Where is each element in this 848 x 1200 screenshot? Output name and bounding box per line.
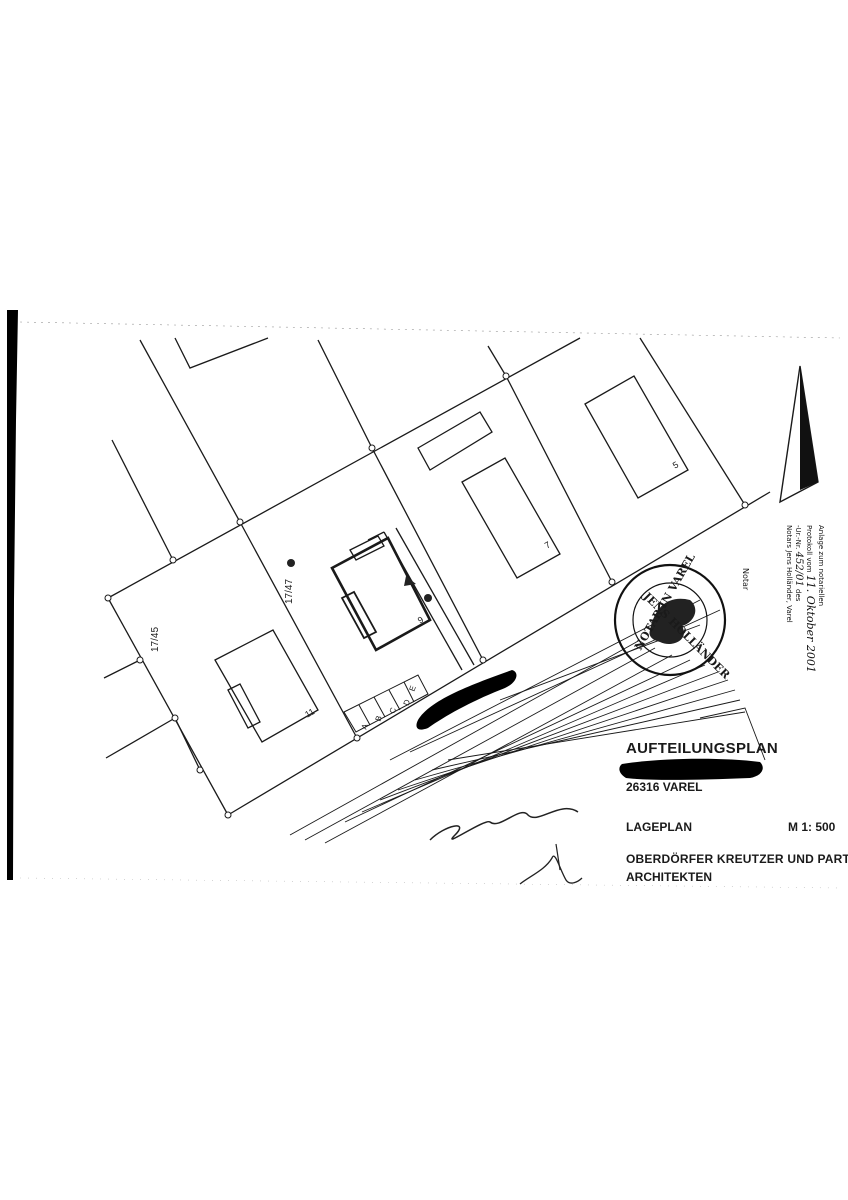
parking-row (343, 674, 429, 733)
scan-border-bottom (19, 877, 841, 889)
parcel-line (239, 521, 358, 739)
parcel-line (105, 717, 176, 759)
notary-urnr-handwritten: 452/01 (793, 551, 804, 587)
parcel-line (139, 339, 241, 523)
plan-title: AUFTEILUNGSPLAN (626, 740, 778, 757)
scan-border-left (7, 310, 18, 880)
plan-type: LAGEPLAN (626, 820, 692, 834)
parcel-line (107, 597, 229, 816)
notary-note-line3: -Ur.-Nr. 452/01 des (793, 525, 804, 602)
scan-border-top (19, 321, 841, 339)
parcel-line (371, 447, 484, 661)
direction-arrow-icon (404, 576, 416, 586)
building-9-carport (349, 535, 385, 561)
driveway (395, 527, 475, 666)
architect-title: ARCHITEKTEN (626, 870, 712, 884)
building-11 (214, 629, 319, 743)
parcel-line (111, 439, 174, 561)
north-arrow-icon (779, 365, 819, 504)
street-line-lower (227, 491, 771, 816)
survey-points (104, 372, 749, 819)
signature-line (555, 843, 561, 871)
building-7-annex (417, 411, 493, 471)
parcel-line (103, 659, 141, 679)
notary-stamp (613, 563, 727, 677)
building-9 (330, 536, 432, 652)
building-5 (584, 375, 689, 499)
tree-icon (287, 559, 295, 567)
notary-date-handwritten: 11. Oktober 2001 (804, 574, 817, 673)
redaction-mark (619, 758, 763, 780)
notary-note-line1: Anlage zum notariellen (817, 525, 825, 607)
handwritten-signature (429, 807, 579, 841)
notary-signature-label: Notar (741, 568, 750, 591)
stamp-emblem (649, 598, 696, 645)
driveway (367, 531, 385, 541)
handwritten-signature (519, 855, 583, 885)
tree-icon (424, 594, 432, 602)
plan-location: 26316 VAREL (626, 780, 703, 794)
parcel-line (639, 337, 746, 506)
parcel-number-17-45: 17/45 (150, 626, 161, 652)
notary-note-line4: Notars Jens Holländer, Varel (785, 525, 793, 623)
parcel-line (487, 345, 507, 377)
building-7 (461, 457, 561, 579)
parcel-line (174, 717, 201, 771)
parcel-line (174, 337, 269, 369)
notary-note: Anlage zum notariellen Protokoll vom 11.… (785, 525, 825, 755)
plan-scale: M 1: 500 (788, 820, 836, 834)
notary-note-line2: Protokoll vom 11. Oktober 2001 (804, 525, 817, 673)
street-line-upper (107, 337, 581, 599)
parcel-line (317, 339, 373, 449)
parcel-line (505, 375, 613, 583)
building-9-annex (340, 590, 378, 640)
building-11-annex (227, 683, 261, 729)
street-hatching (289, 599, 766, 844)
architect-name: OBERDÖRFER KREUTZER UND PARTNER (626, 852, 848, 866)
redaction-mark (416, 670, 517, 730)
driveway (383, 531, 463, 671)
parcel-number-17-47: 17/47 (284, 578, 295, 604)
site-plan-drawing (103, 337, 819, 844)
